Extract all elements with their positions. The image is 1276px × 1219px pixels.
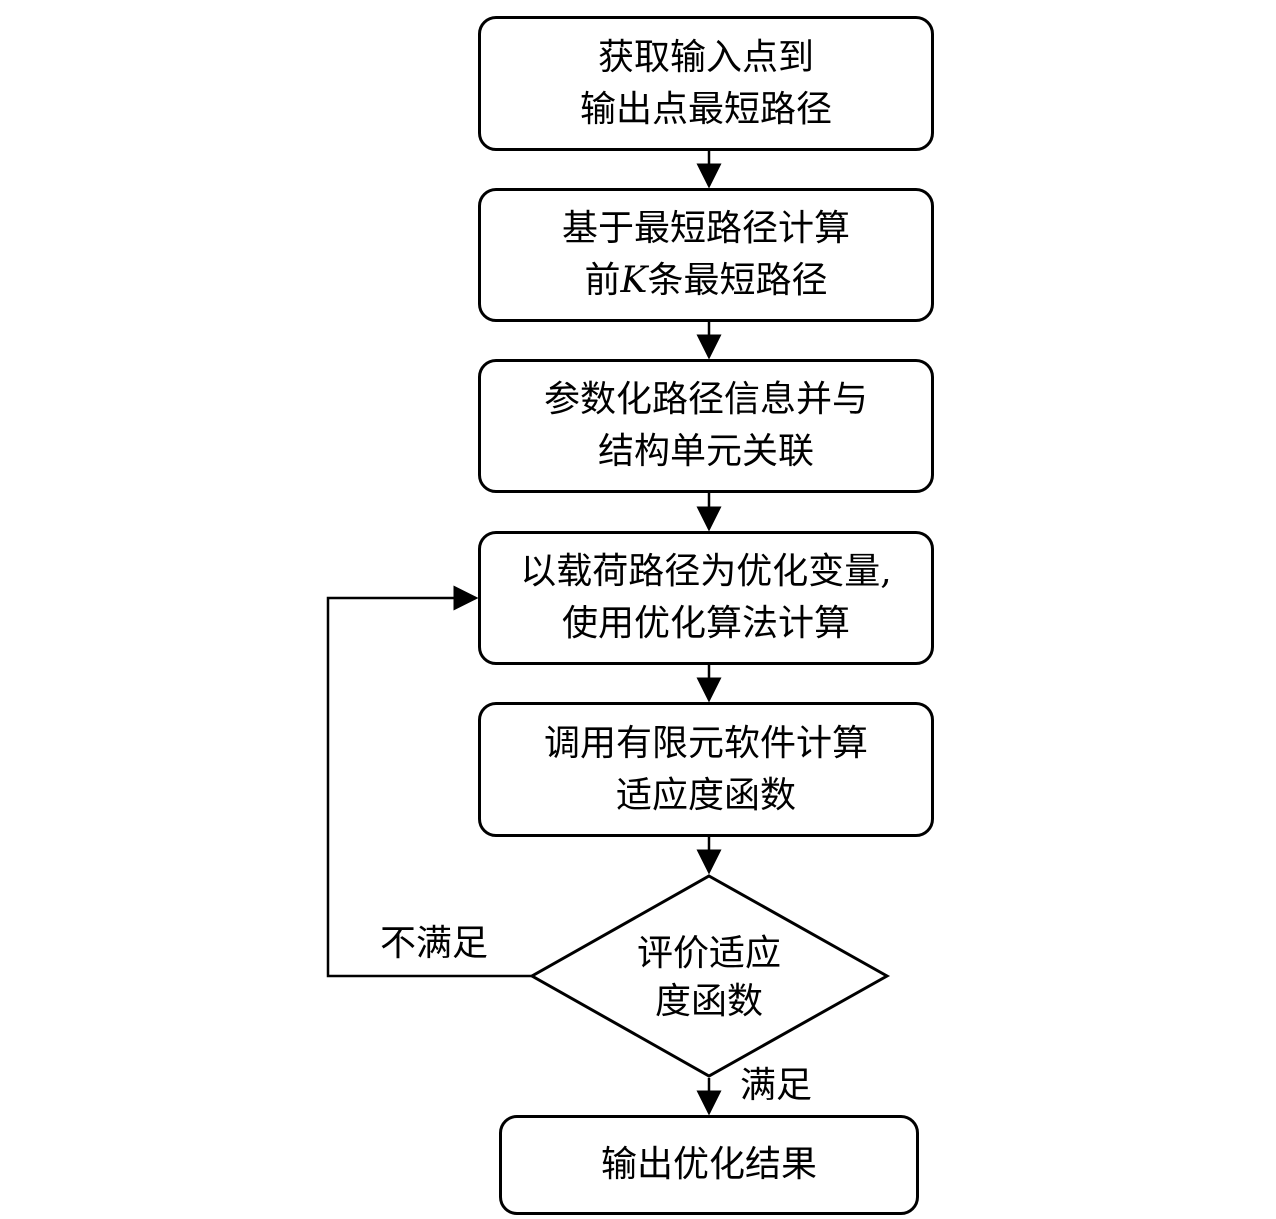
step-optimize: 以载荷路径为优化变量, 使用优化算法计算: [478, 531, 934, 665]
step-2-prefix: 前: [584, 260, 621, 301]
decision-line-1: 评价适应: [636, 933, 781, 974]
step-shortest-path: 获取输入点到 输出点最短路径: [478, 16, 934, 151]
step-2-k: K: [620, 260, 648, 301]
step-5-line-2: 适应度函数: [615, 774, 796, 816]
step-5-line-1: 调用有限元软件计算: [543, 722, 868, 764]
step-fem-fitness: 调用有限元软件计算 适应度函数: [478, 702, 934, 837]
branch-yes-label: 满足: [740, 1065, 813, 1106]
step-parameterize: 参数化路径信息并与 结构单元关联: [478, 359, 934, 493]
step-2-line-2: 前K条最短路径: [585, 255, 828, 307]
decision-line-2: 度函数: [654, 981, 763, 1022]
decision-label: 评价适应 度函数: [609, 930, 809, 1026]
output-label: 输出优化结果: [600, 1144, 817, 1185]
step-4-line-2: 使用优化算法计算: [561, 603, 850, 644]
step-2-line-1: 基于最短路径计算: [561, 208, 850, 249]
decision-diamond: [528, 874, 891, 1078]
feedback-loop: [326, 585, 532, 978]
step-2-suffix: 条最短路径: [647, 260, 828, 301]
step-1-line-1: 获取输入点到: [597, 36, 814, 78]
step-3-line-1: 参数化路径信息并与: [543, 379, 868, 420]
step-k-shortest-paths: 基于最短路径计算 前K条最短路径: [478, 188, 934, 322]
step-4-line-1: 以载荷路径为优化变量,: [520, 551, 892, 592]
branch-no-label: 不满足: [380, 923, 489, 964]
step-3-line-2: 结构单元关联: [597, 431, 814, 472]
step-output-result: 输出优化结果: [499, 1115, 919, 1215]
step-1-line-2: 输出点最短路径: [579, 88, 832, 130]
